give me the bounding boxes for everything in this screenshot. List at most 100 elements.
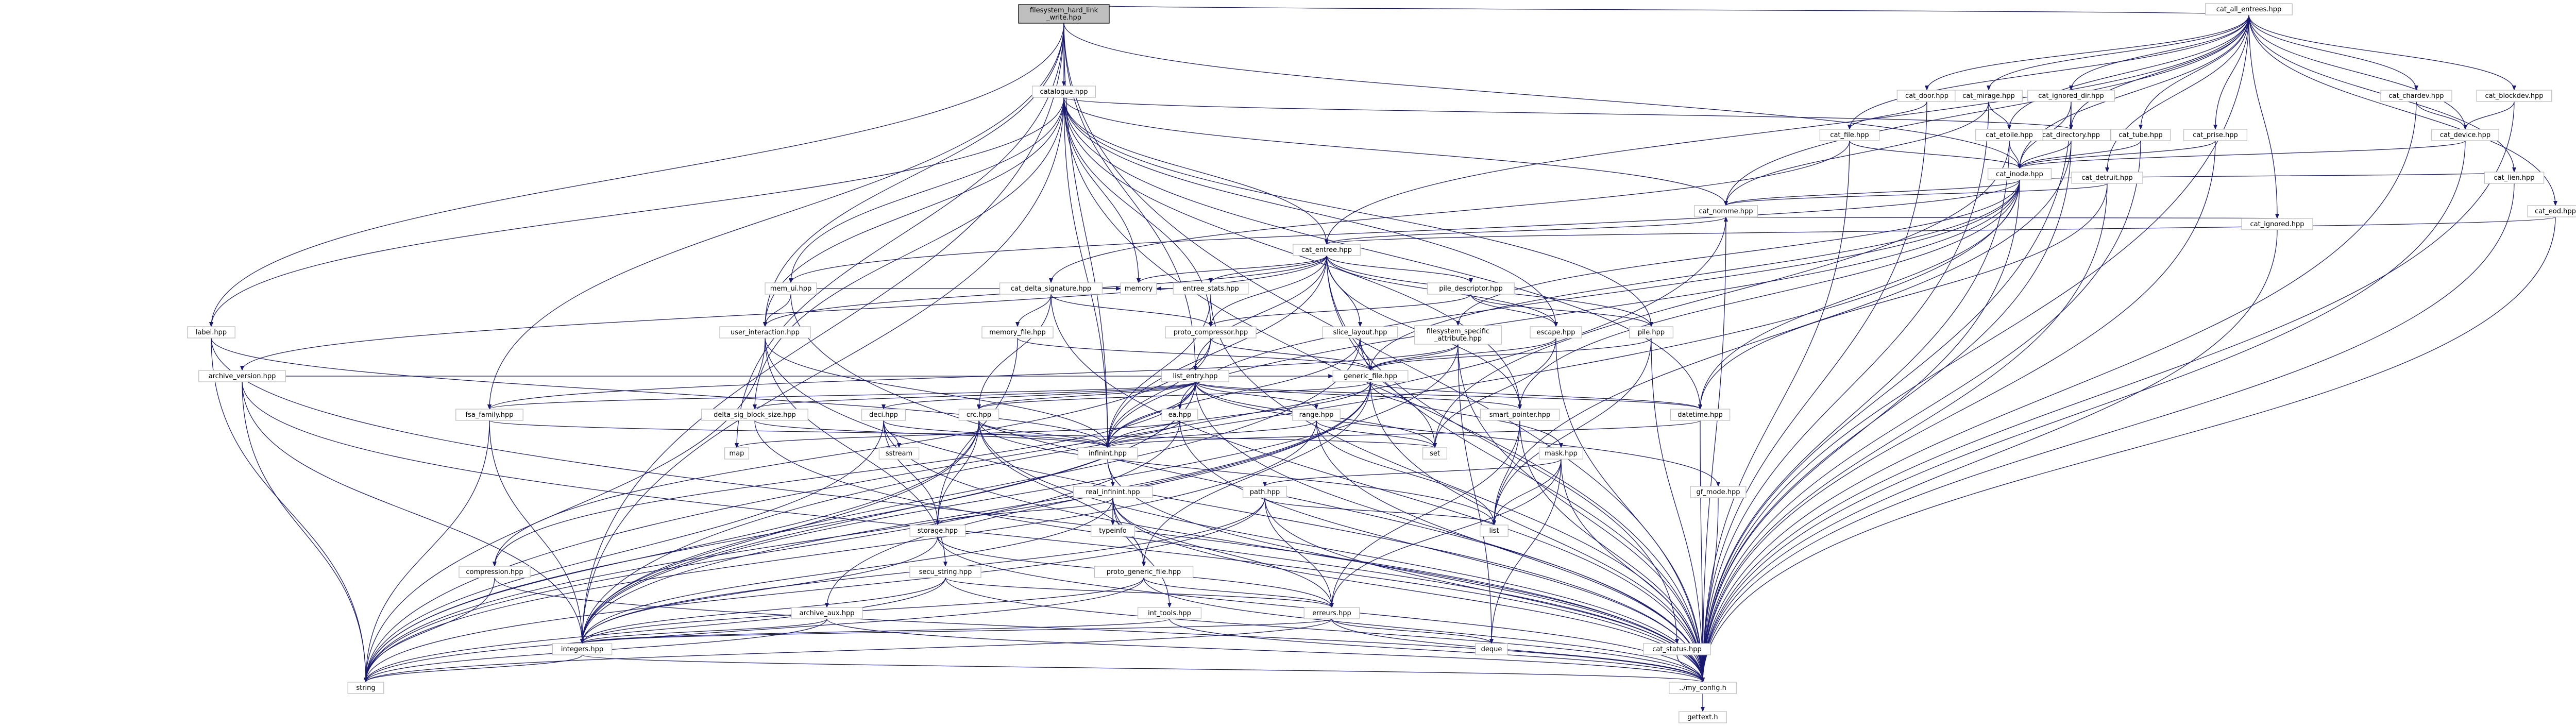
node-cat_status[interactable]: cat_status.hpp xyxy=(1643,643,1711,655)
node-label: archive_aux.hpp xyxy=(800,610,855,617)
edge-cat_all_entrees-to-cat_mirage xyxy=(1987,14,2249,91)
node-deci[interactable]: deci.hpp xyxy=(861,409,906,421)
node-box xyxy=(2183,129,2248,141)
node-integers[interactable]: integers.hpp xyxy=(552,643,613,655)
node-cat_chardev[interactable]: cat_chardev.hpp xyxy=(2380,90,2452,102)
edge-escape-to-my_config xyxy=(1555,337,1705,683)
node-cat_blockdev[interactable]: cat_blockdev.hpp xyxy=(2476,90,2552,102)
node-cat_ignored[interactable]: cat_ignored.hpp xyxy=(2241,218,2313,230)
node-label: cat_ignored.hpp xyxy=(2250,221,2304,228)
node-label: compression.hpp xyxy=(466,568,523,576)
node-ea[interactable]: ea.hpp xyxy=(1161,409,1198,421)
node-cat_inode[interactable]: cat_inode.hpp xyxy=(1987,168,2052,180)
node-int_tools[interactable]: int_tools.hpp xyxy=(1137,607,1202,619)
node-cat_file[interactable]: cat_file.hpp xyxy=(1819,129,1880,141)
node-map[interactable]: map xyxy=(724,447,750,460)
edge-secu_string-to-string xyxy=(364,577,946,683)
node-smart_pointer[interactable]: smart_pointer.hpp xyxy=(1480,409,1560,421)
node-pile[interactable]: pile.hpp xyxy=(1629,326,1674,339)
node-cat_all_entrees[interactable]: cat_all_entrees.hpp xyxy=(2205,3,2293,15)
edge-proto_compressor-to-generic_file xyxy=(1210,337,1372,371)
edge-catalogue-to-datetime xyxy=(1063,97,1702,410)
node-label: integers.hpp xyxy=(561,646,603,653)
node-my_config[interactable]: ../my_config.h xyxy=(1669,682,1737,694)
edge-cat_blockdev-to-cat_device xyxy=(2463,101,2515,130)
node-box xyxy=(1094,566,1194,578)
node-box xyxy=(2241,218,2313,230)
node-infinint[interactable]: infinint.hpp xyxy=(1077,447,1138,460)
node-cat_directory[interactable]: cat_directory.hpp xyxy=(2031,129,2111,141)
node-root[interactable]: filesystem_hard_link_write.hpp xyxy=(1018,4,1110,24)
node-cat_prise[interactable]: cat_prise.hpp xyxy=(2183,129,2248,141)
node-typeinfo[interactable]: typeinfo xyxy=(1090,525,1136,537)
node-cat_lien[interactable]: cat_lien.hpp xyxy=(2484,172,2545,184)
edge-ea-to-string xyxy=(364,420,1180,683)
node-memory_file[interactable]: memory_file.hpp xyxy=(981,326,1054,339)
node-cat_device[interactable]: cat_device.hpp xyxy=(2431,129,2499,141)
node-cat_entree[interactable]: cat_entree.hpp xyxy=(1293,244,1361,256)
node-escape[interactable]: escape.hpp xyxy=(1530,326,1582,339)
edge-cat_chardev-to-cat_device xyxy=(2416,101,2467,130)
node-box xyxy=(909,566,981,578)
edge-cat_nomme-to-cat_entree xyxy=(1325,216,1726,245)
node-user_interaction[interactable]: user_interaction.hpp xyxy=(719,326,811,339)
node-cat_mirage[interactable]: cat_mirage.hpp xyxy=(1955,90,2023,102)
node-archive_version[interactable]: archive_version.hpp xyxy=(198,370,286,382)
node-box xyxy=(459,566,531,578)
node-filesystem_specific[interactable]: filesystem_specific_attribute.hpp xyxy=(1414,325,1502,345)
node-mask[interactable]: mask.hpp xyxy=(1538,447,1584,460)
node-path[interactable]: path.hpp xyxy=(1242,486,1287,498)
node-pile_descriptor[interactable]: pile_descriptor.hpp xyxy=(1427,282,1515,295)
node-label[interactable]: label.hpp xyxy=(187,326,235,339)
edge-archive_version-to-string xyxy=(242,381,368,683)
node-list_entry[interactable]: list_entry.hpp xyxy=(1161,370,1229,382)
edge-cat_inode-to-generic_file xyxy=(1368,179,2020,371)
node-sstream[interactable]: sstream xyxy=(878,447,920,460)
node-set[interactable]: set xyxy=(1422,447,1448,460)
edge-catalogue-to-smart_pointer xyxy=(1063,97,1522,410)
node-box xyxy=(1090,525,1136,537)
node-range[interactable]: range.hpp xyxy=(1292,409,1341,421)
node-archive_aux[interactable]: archive_aux.hpp xyxy=(791,607,863,619)
node-label: secu_string.hpp xyxy=(919,568,972,576)
node-cat_eod[interactable]: cat_eod.hpp xyxy=(2527,205,2576,217)
node-deque[interactable]: deque xyxy=(1475,643,1508,655)
node-entree_stats[interactable]: entree_stats.hpp xyxy=(1173,282,1249,295)
node-mem_ui[interactable]: mem_ui.hpp xyxy=(765,282,817,295)
node-proto_compressor[interactable]: proto_compressor.hpp xyxy=(1165,326,1257,339)
node-list[interactable]: list xyxy=(1480,525,1509,537)
node-secu_string[interactable]: secu_string.hpp xyxy=(909,566,981,578)
node-compression[interactable]: compression.hpp xyxy=(459,566,531,578)
node-box xyxy=(958,409,999,421)
edge-secu_string-to-erreurs xyxy=(945,577,1334,608)
node-label: gettext.h xyxy=(1687,714,1718,721)
node-proto_generic_file[interactable]: proto_generic_file.hpp xyxy=(1094,566,1194,578)
node-cat_etoile[interactable]: cat_etoile.hpp xyxy=(1975,129,2043,141)
node-cat_nomme[interactable]: cat_nomme.hpp xyxy=(1693,205,1758,217)
node-erreurs[interactable]: erreurs.hpp xyxy=(1303,607,1360,619)
node-cat_detruit[interactable]: cat_detruit.hpp xyxy=(2071,172,2143,184)
node-slice_layout[interactable]: slice_layout.hpp xyxy=(1322,326,1398,339)
edge-list_entry-to-fsa_family xyxy=(487,381,1196,410)
node-string[interactable]: string xyxy=(347,682,384,694)
node-gf_mode[interactable]: gf_mode.hpp xyxy=(1690,486,1747,498)
node-memory[interactable]: memory xyxy=(1120,282,1157,295)
node-cat_ignored_dir[interactable]: cat_ignored_dir.hpp xyxy=(2027,90,2115,102)
node-gettext[interactable]: gettext.h xyxy=(1679,711,1727,723)
node-crc[interactable]: crc.hpp xyxy=(958,409,999,421)
edge-root-to-integers xyxy=(580,23,1064,644)
node-real_infinint[interactable]: real_infinint.hpp xyxy=(1073,486,1153,498)
node-delta_sig_block_size[interactable]: delta_sig_block_size.hpp xyxy=(701,409,808,421)
node-label: cat_nomme.hpp xyxy=(1699,208,1753,215)
node-cat_door[interactable]: cat_door.hpp xyxy=(1896,90,1957,102)
node-fsa_family[interactable]: fsa_family.hpp xyxy=(455,409,523,421)
node-box xyxy=(1073,486,1153,498)
node-label: smart_pointer.hpp xyxy=(1489,411,1551,419)
node-storage[interactable]: storage.hpp xyxy=(909,525,966,537)
node-cat_tube[interactable]: cat_tube.hpp xyxy=(2110,129,2171,141)
node-datetime[interactable]: datetime.hpp xyxy=(1670,409,1731,421)
edge-catalogue-to-pile xyxy=(1063,97,1653,327)
node-catalogue[interactable]: catalogue.hpp xyxy=(1031,86,1096,98)
node-generic_file[interactable]: generic_file.hpp xyxy=(1332,370,1409,382)
node-cat_delta_signature[interactable]: cat_delta_signature.hpp xyxy=(999,282,1103,295)
